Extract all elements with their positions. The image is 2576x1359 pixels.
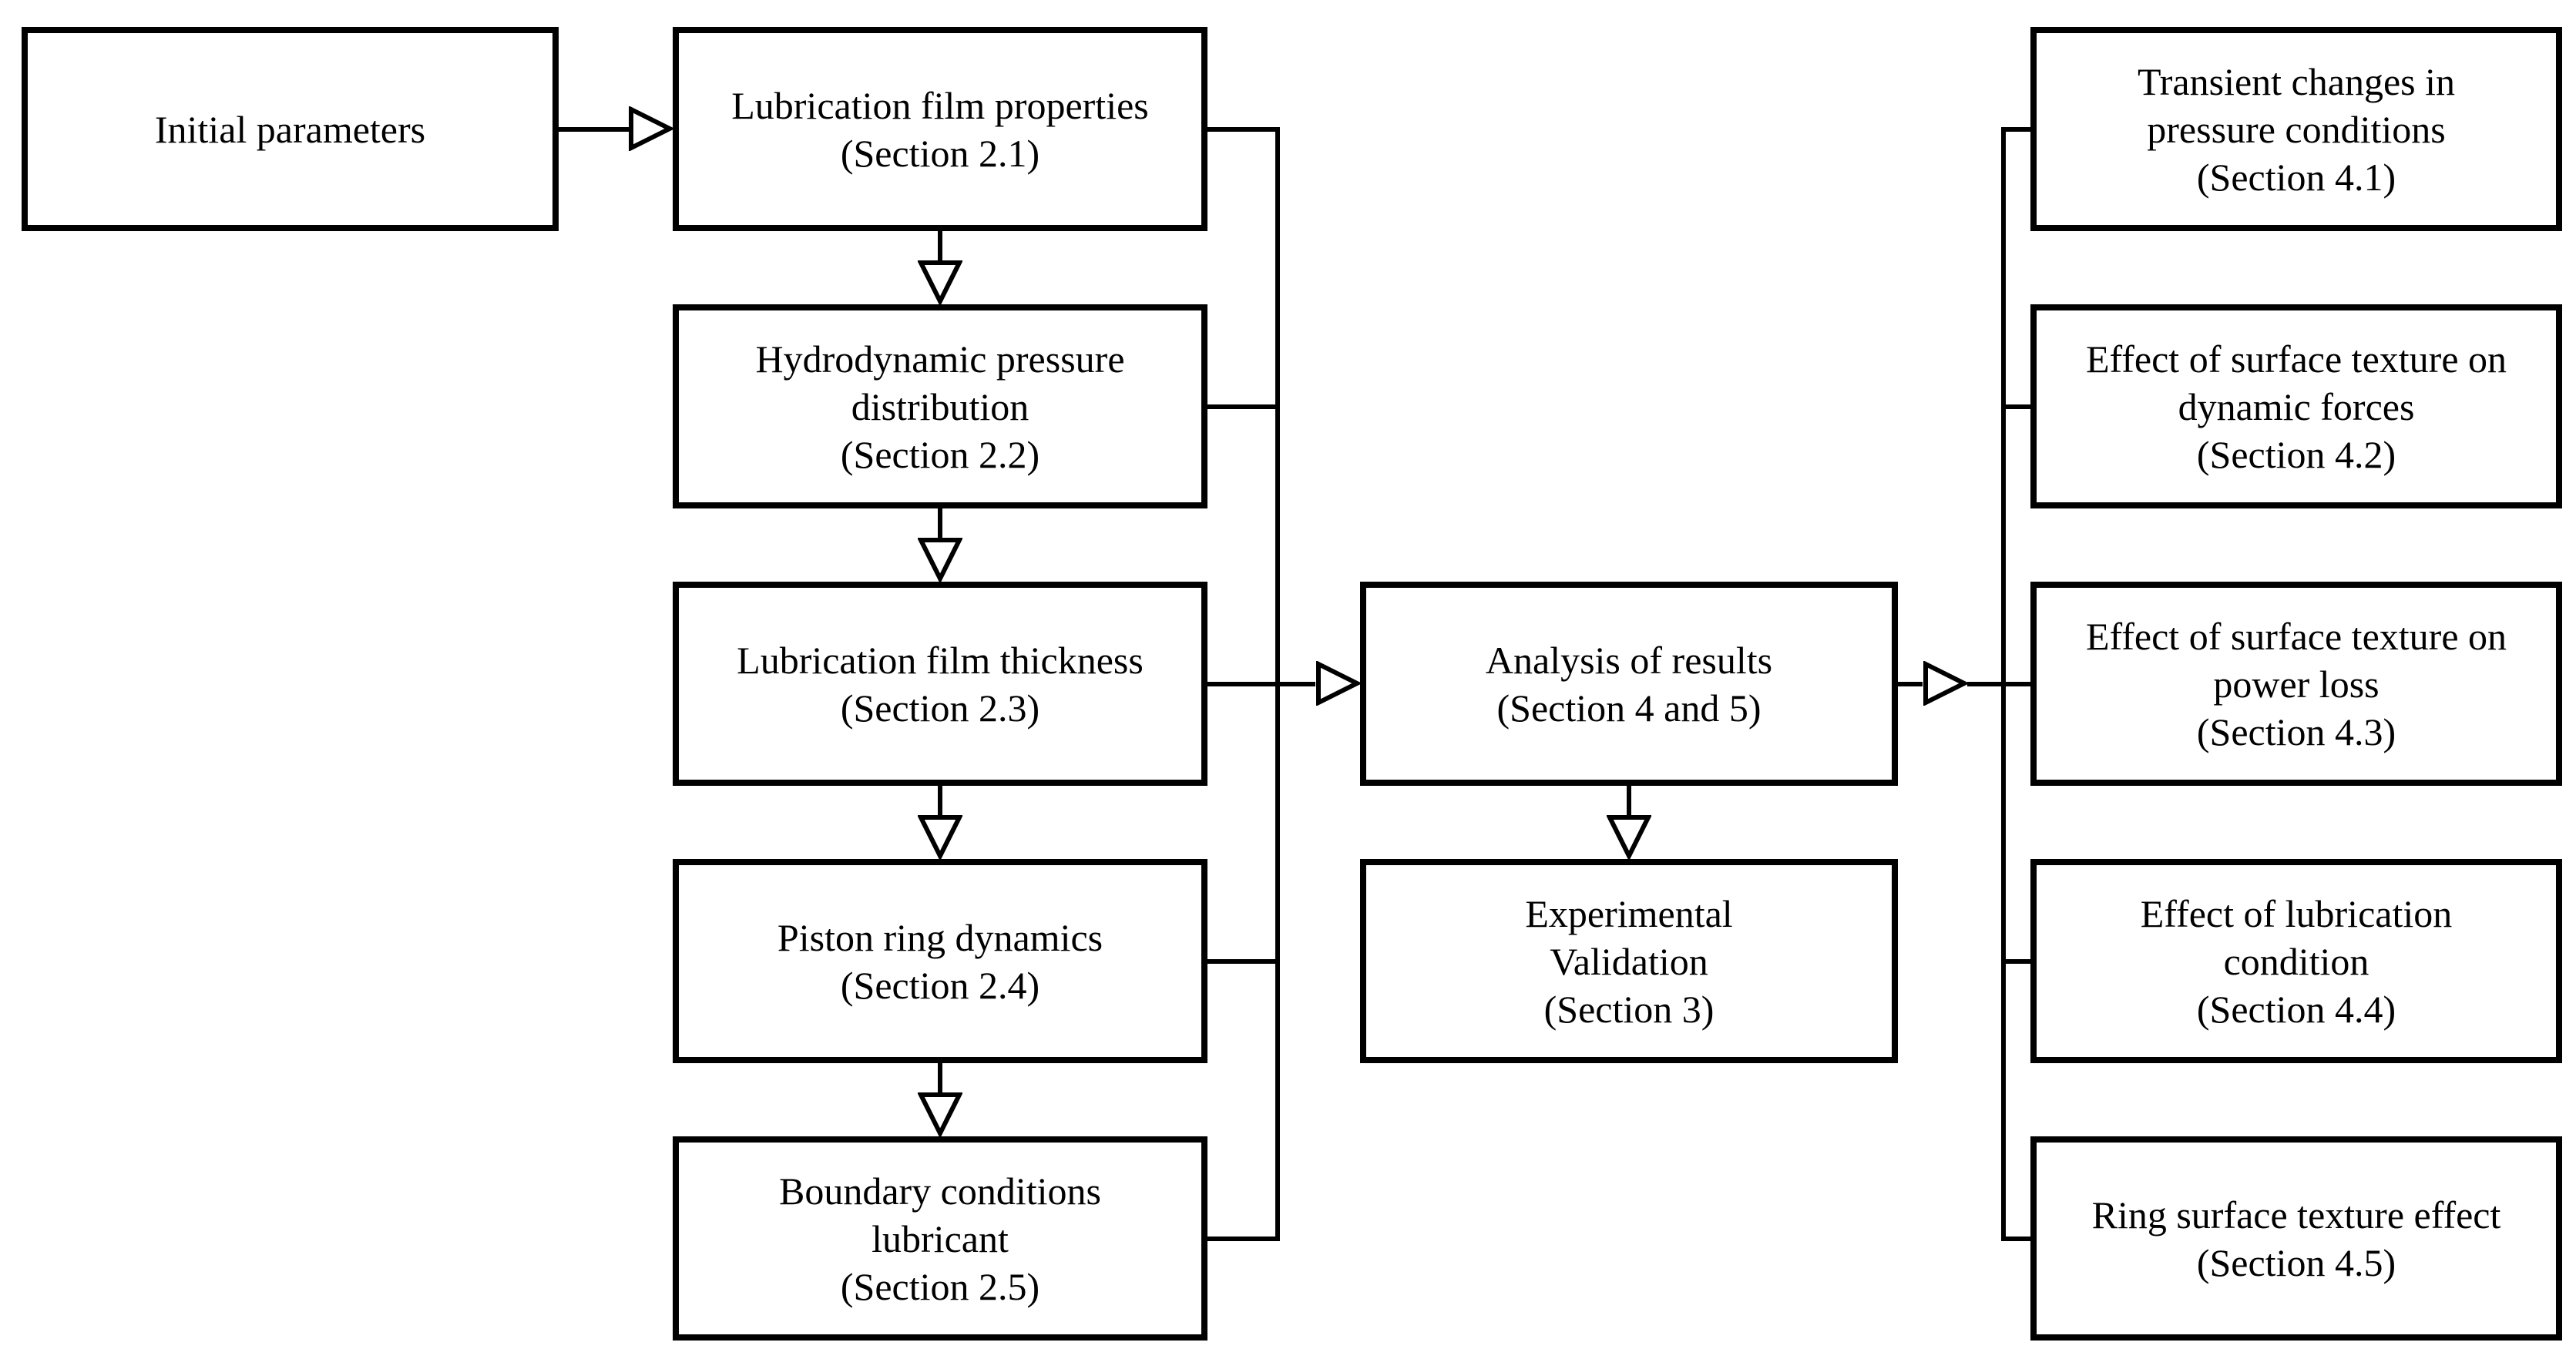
line-2-3-to-analysis <box>1207 682 1315 686</box>
line-2-3-to-2-4 <box>938 786 942 816</box>
box-section-2-4-piston-ring-dynamics: Piston ring dynamics (Section 2.4) <box>673 859 1207 1063</box>
line-2-4-to-2-5 <box>938 1063 942 1093</box>
box-section-4-4-label: Effect of lubrication condition (Section… <box>2140 891 2453 1031</box>
line-2-1-to-2-2 <box>938 231 942 261</box>
arrowhead-into-2-5 <box>918 1092 962 1136</box>
box-section-2-1-label: Lubrication film properties (Section 2.1… <box>731 83 1149 175</box>
line-analysis-to-experimental <box>1627 786 1631 816</box>
box-section-4-3-label: Effect of surface texture on power loss … <box>2085 614 2507 753</box>
line-into-4-3 <box>1967 682 2030 686</box>
collector-line-right <box>2001 127 2006 1241</box>
stub-collector-to-4-1 <box>2001 127 2030 132</box>
box-section-2-3-label: Lubrication film thickness (Section 2.3) <box>737 638 1144 730</box>
box-analysis-of-results-label: Analysis of results (Section 4 and 5) <box>1485 638 1773 730</box>
box-initial-parameters: Initial parameters <box>22 27 559 231</box>
arrowhead-into-2-4 <box>918 815 962 859</box>
box-section-2-3-lubrication-film-thickness: Lubrication film thickness (Section 2.3) <box>673 582 1207 786</box>
box-section-2-2-label: Hydrodynamic pressure distribution (Sect… <box>755 337 1125 476</box>
line-2-2-to-2-3 <box>938 508 942 539</box>
box-section-4-3-texture-power-loss: Effect of surface texture on power loss … <box>2030 582 2562 786</box>
arrowhead-into-2-2 <box>918 260 962 304</box>
box-section-4-2-label: Effect of surface texture on dynamic for… <box>2085 337 2507 476</box>
box-section-2-2-hydrodynamic-pressure: Hydrodynamic pressure distribution (Sect… <box>673 304 1207 508</box>
box-experimental-validation-label: Experimental Validation (Section 3) <box>1525 891 1733 1031</box>
line-initial-to-2-1 <box>559 127 630 132</box>
stub-collector-to-4-2 <box>2001 404 2030 409</box>
box-experimental-validation: Experimental Validation (Section 3) <box>1360 859 1898 1063</box>
arrowhead-into-analysis <box>1316 661 1360 706</box>
stub-2-2-to-collector <box>1207 404 1280 409</box>
line-analysis-to-right-collector <box>1898 682 1923 686</box>
arrowhead-into-2-3 <box>918 538 962 582</box>
stub-2-5-to-collector <box>1207 1237 1280 1241</box>
box-section-2-1-lubrication-film-properties: Lubrication film properties (Section 2.1… <box>673 27 1207 231</box>
arrowhead-into-experimental <box>1607 815 1651 859</box>
box-initial-parameters-label: Initial parameters <box>154 107 426 151</box>
box-section-4-5-label: Ring surface texture effect (Section 4.5… <box>2091 1193 2501 1284</box>
box-section-2-5-boundary-conditions: Boundary conditions lubricant (Section 2… <box>673 1136 1207 1341</box>
box-section-4-1-transient-pressure-changes: Transient changes in pressure conditions… <box>2030 27 2562 231</box>
box-section-2-5-label: Boundary conditions lubricant (Section 2… <box>778 1169 1102 1308</box>
box-section-4-2-texture-dynamic-forces: Effect of surface texture on dynamic for… <box>2030 304 2562 508</box>
box-analysis-of-results: Analysis of results (Section 4 and 5) <box>1360 582 1898 786</box>
box-section-4-1-label: Transient changes in pressure conditions… <box>2138 59 2455 199</box>
box-section-2-4-label: Piston ring dynamics (Section 2.4) <box>777 915 1103 1007</box>
arrowhead-into-right-column <box>1923 661 1967 706</box>
stub-2-4-to-collector <box>1207 959 1280 964</box>
arrowhead-into-2-1 <box>629 106 673 151</box>
stub-collector-to-4-4 <box>2001 959 2030 964</box>
box-section-4-5-ring-surface-texture: Ring surface texture effect (Section 4.5… <box>2030 1136 2562 1341</box>
box-section-4-4-lubrication-condition: Effect of lubrication condition (Section… <box>2030 859 2562 1063</box>
stub-collector-to-4-5 <box>2001 1237 2030 1241</box>
stub-2-1-to-collector <box>1207 127 1280 132</box>
